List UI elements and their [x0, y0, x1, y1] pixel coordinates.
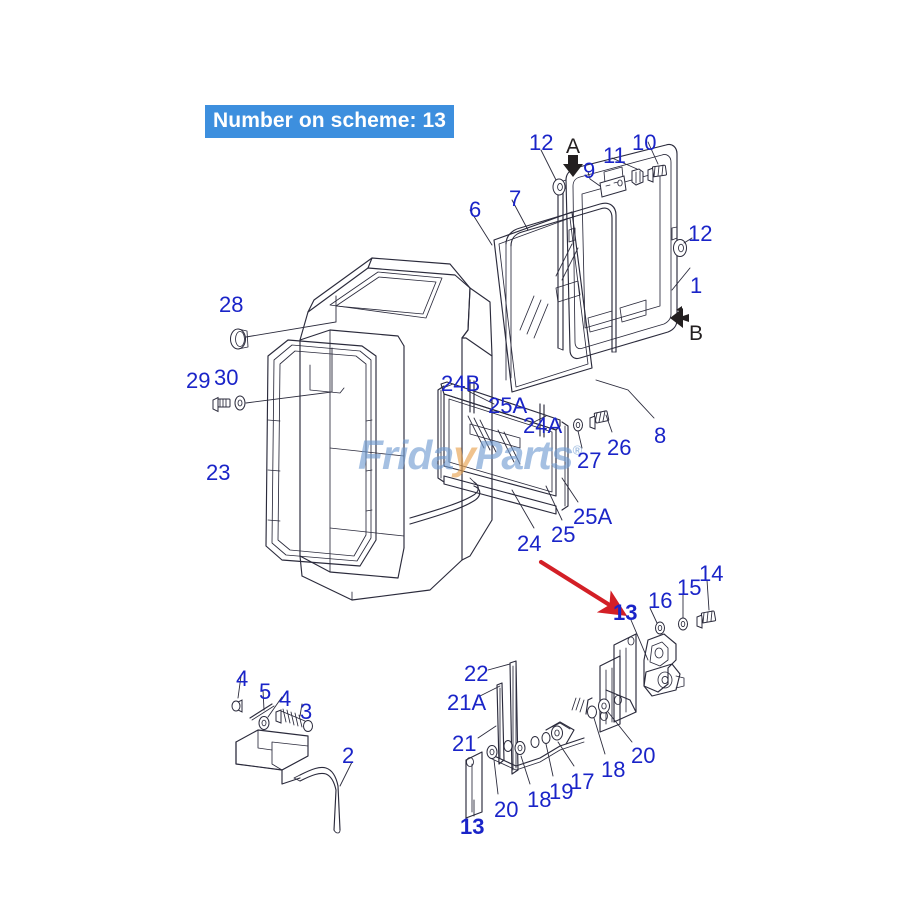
callout-label-2: 2 — [342, 743, 355, 768]
callout-label-25Ab: 25A — [573, 504, 613, 529]
callout-label-25: 25 — [551, 522, 576, 547]
callout-label-29: 29 — [186, 368, 211, 393]
callout-label-16: 16 — [648, 588, 673, 613]
callout-label-30: 30 — [214, 365, 239, 390]
section-mark-B: B — [689, 322, 704, 345]
callout-label-9: 9 — [583, 158, 596, 183]
part-10-bolt — [647, 141, 667, 183]
callout-label-10: 10 — [632, 130, 657, 155]
part-2-handle-rod — [293, 761, 353, 834]
callout-label-1: 1 — [690, 273, 703, 298]
part-23-door-seal-frame — [265, 339, 377, 567]
part-28-plug-cap — [230, 295, 337, 350]
part-16-washer — [649, 607, 665, 635]
part-5-spring-pin — [249, 689, 275, 721]
callout-label-15: 15 — [677, 575, 702, 600]
part-3-spring-bolt — [275, 703, 313, 732]
callout-label-4b: 4 — [279, 686, 292, 711]
callout-label-12a: 12 — [529, 130, 554, 155]
part-11-nut — [611, 157, 644, 186]
callout-label-24A: 24A — [523, 413, 563, 438]
part-30-washer — [234, 347, 333, 411]
callout-label-18b: 18 — [601, 757, 626, 782]
callout-label-25Aa: 25A — [488, 393, 528, 418]
callout-label-8: 8 — [654, 423, 667, 448]
red-highlight-arrow — [538, 559, 628, 617]
callout-label-11: 11 — [603, 143, 626, 168]
callout-label-21: 21 — [452, 731, 477, 756]
section-arrow-B — [670, 306, 689, 328]
scheme-number-banner: Number on scheme: 13 — [205, 105, 455, 138]
section-mark-A: A — [566, 135, 581, 158]
part-9-hinge-plate — [587, 171, 627, 198]
section-arrow-A — [563, 155, 583, 177]
callout-label-13a: 13 — [613, 600, 638, 625]
part-4-bolt-upper — [231, 675, 243, 713]
callout-label-13b: 13 — [460, 814, 485, 839]
part-12-bushing-right — [673, 237, 693, 257]
callout-label-3: 3 — [300, 699, 313, 724]
callout-label-22: 22 — [464, 661, 489, 686]
callout-label-27: 27 — [577, 448, 602, 473]
callout-label-18a: 18 — [527, 787, 552, 812]
callout-label-21A: 21A — [447, 690, 487, 715]
callout-label-14: 14 — [699, 561, 724, 586]
part-13-hinge-bracket-assembly — [613, 619, 685, 723]
linkage-fasteners — [477, 663, 633, 795]
callout-label-26: 26 — [607, 435, 632, 460]
part-29-bolt — [212, 396, 231, 413]
callout-label-5: 5 — [259, 679, 272, 704]
callout-label-24B: 24B — [441, 371, 481, 396]
callout-label-19: 19 — [549, 779, 574, 804]
part-26-bolt — [589, 410, 613, 433]
callout-label-28: 28 — [219, 292, 244, 317]
callout-label-23: 23 — [206, 460, 231, 485]
callout-label-7: 7 — [509, 186, 522, 211]
part-4-washer-lower — [258, 696, 283, 730]
leader-lines-top-right — [469, 199, 691, 419]
callout-label-20b: 20 — [631, 743, 656, 768]
part-12-top-bushing-left — [540, 149, 566, 196]
part-27-washer — [573, 418, 583, 449]
callout-label-4a: 4 — [236, 666, 249, 691]
callout-label-17: 17 — [570, 769, 595, 794]
part-14-bolt — [696, 579, 717, 629]
leader-lines-glass-group — [442, 383, 579, 529]
callout-label-24: 24 — [517, 531, 542, 556]
part-1-latch-housing — [235, 729, 309, 785]
callout-label-6: 6 — [469, 197, 482, 222]
part-15-washer — [678, 593, 688, 631]
callout-label-12b: 12 — [688, 221, 713, 246]
operator-cab-body — [299, 257, 493, 601]
part-24-lower-glass-panel — [437, 379, 569, 515]
callout-label-20a: 20 — [494, 797, 519, 822]
part-6-7-window-glass-assembly — [493, 202, 617, 393]
